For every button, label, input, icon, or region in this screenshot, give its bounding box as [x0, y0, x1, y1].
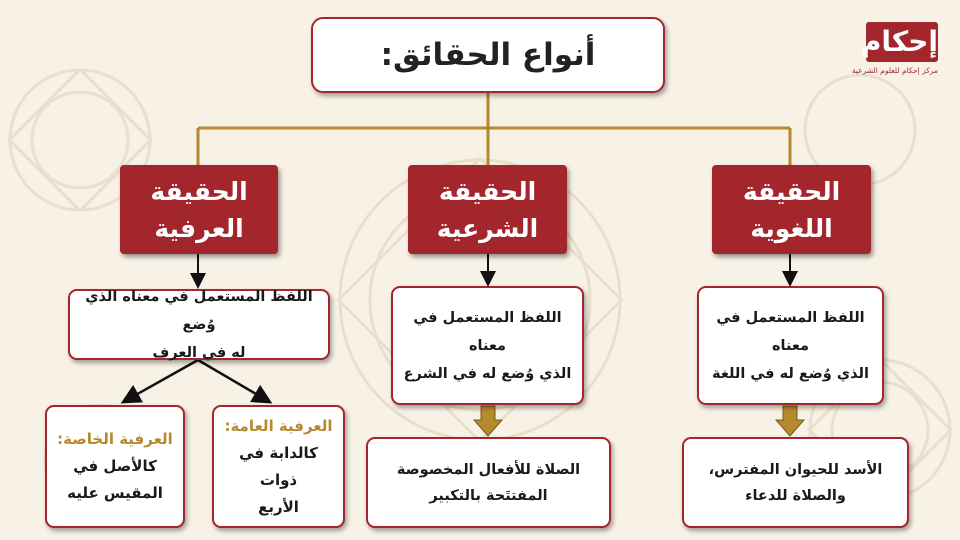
example-legal-line1: الصلاة للأفعال المخصوصة: [396, 461, 581, 478]
category-customary-line2: العرفية: [154, 213, 244, 243]
definition-linguistic: اللفظ المستعمل في معناه الذي وُضع له في …: [697, 286, 884, 405]
logo-tagline: مركز إحكام للعلوم الشرعية: [851, 66, 938, 75]
definition-linguistic-line2: الذي وُضع له في اللغة: [712, 365, 869, 382]
arrow-split-general: [197, 358, 273, 404]
definition-legal-line1: اللفظ المستعمل في معناه: [413, 309, 562, 354]
definition-customary-line2: له في العرف: [152, 344, 246, 361]
example-linguistic: الأسد للحيوان المفترس، والصلاة للدعاء: [682, 437, 909, 528]
subtype-special-label: العرفية الخاصة:: [57, 430, 173, 448]
subtype-general-line2: الأربع: [258, 497, 299, 516]
category-legal-line2: الشرعية: [436, 213, 539, 243]
subtype-general-line1: كالدابة في ذوات: [239, 443, 318, 489]
diagram-title: أنواع الحقائق:: [311, 17, 665, 93]
block-arrow-linguistic: [774, 405, 806, 437]
definition-customary: اللفظ المستعمل في معناه الذي وُضع له في …: [68, 289, 330, 361]
arrow-split-special: [120, 358, 199, 404]
definition-legal: اللفظ المستعمل في معناه الذي وُضع له في …: [391, 286, 584, 405]
example-legal: الصلاة للأفعال المخصوصة المفتتَحة بالتكب…: [366, 437, 611, 528]
definition-customary-line1: اللفظ المستعمل في معناه الذي وُضع: [85, 288, 313, 333]
definition-legal-line2: الذي وُضع له في الشرع: [403, 365, 572, 382]
category-linguistic-line1: الحقيقة: [742, 176, 841, 206]
logo-mark: إحكام: [861, 22, 938, 62]
subtype-general-label: العرفية العامة:: [224, 416, 333, 435]
category-customary: الحقيقة العرفية: [120, 165, 278, 254]
example-legal-line2: المفتتَحة بالتكبير: [429, 487, 548, 504]
subtype-special-line2: المقيس عليه: [67, 484, 163, 502]
subtype-general: العرفية العامة: كالدابة في ذوات الأربع: [212, 405, 345, 528]
category-linguistic-line2: اللغوية: [750, 213, 833, 243]
subtype-special-line1: كالأصل في: [73, 457, 157, 475]
brand-logo: إحكام مركز إحكام للعلوم الشرعية: [851, 22, 938, 92]
definition-linguistic-line1: اللفظ المستعمل في معناه: [716, 309, 865, 354]
category-customary-line1: الحقيقة: [150, 176, 248, 206]
category-legal: الحقيقة الشرعية: [408, 165, 567, 254]
category-legal-line1: الحقيقة: [438, 176, 537, 206]
example-linguistic-line1: الأسد للحيوان المفترس،: [708, 461, 883, 478]
example-linguistic-line2: والصلاة للدعاء: [745, 487, 846, 504]
category-linguistic: الحقيقة اللغوية: [712, 165, 871, 254]
block-arrow-legal: [472, 405, 504, 437]
subtype-special: العرفية الخاصة: كالأصل في المقيس عليه: [45, 405, 185, 528]
diagram-title-text: أنواع الحقائق:: [380, 37, 596, 73]
